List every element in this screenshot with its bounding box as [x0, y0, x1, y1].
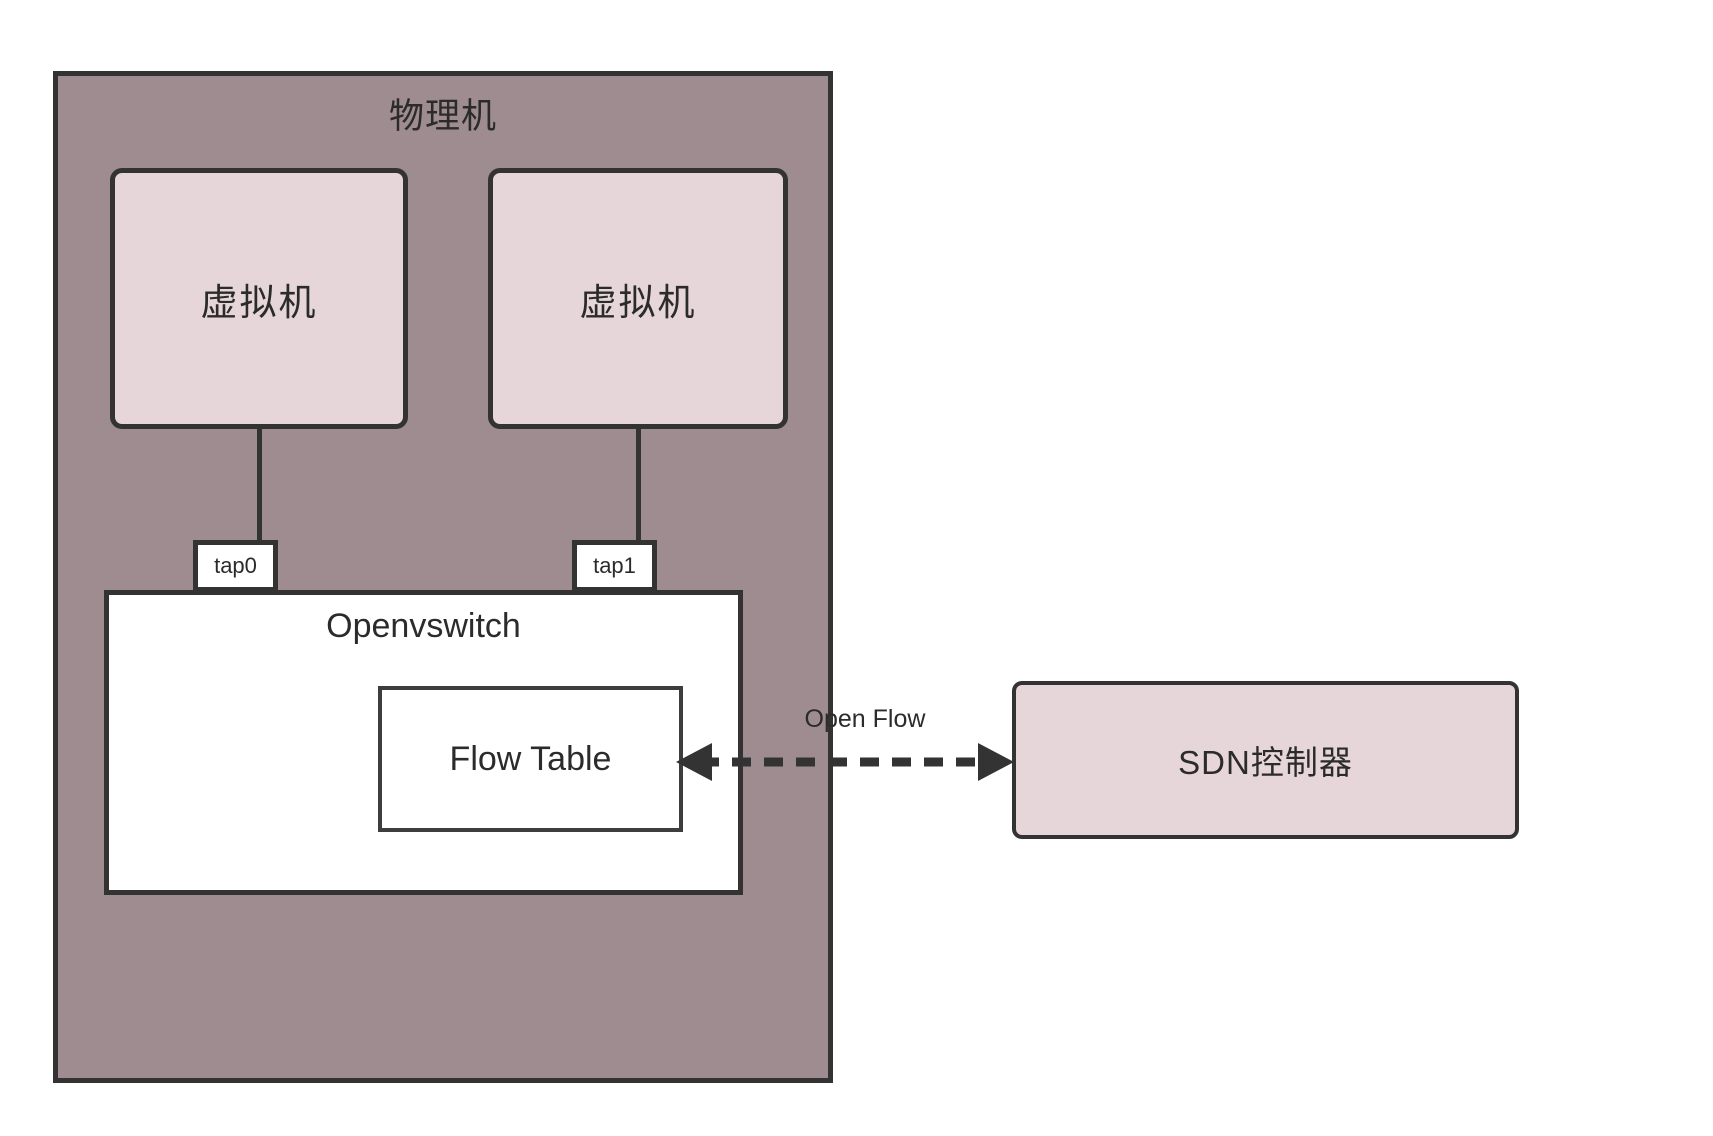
virtual-machine-2-label: 虚拟机	[579, 281, 697, 323]
flow-table-box: Flow Table	[378, 686, 683, 832]
openflow-arrowhead-left	[676, 743, 712, 781]
tap-port-1: tap1	[572, 540, 657, 592]
tap-port-0-label: tap0	[214, 553, 257, 578]
connector-line-vm2-tap1	[636, 429, 641, 585]
tap-port-1-label: tap1	[593, 553, 636, 578]
virtual-machine-1: 虚拟机	[110, 168, 408, 429]
sdn-controller-box: SDN控制器	[1012, 681, 1519, 839]
openflow-connection-arrow	[676, 743, 1014, 781]
tap-port-0: tap0	[193, 540, 278, 592]
openvswitch-label: Openvswitch	[326, 607, 521, 645]
flow-table-label: Flow Table	[449, 739, 612, 778]
connector-line-vm1-tap0	[257, 429, 262, 585]
sdn-controller-label: SDN控制器	[1178, 744, 1353, 781]
virtual-machine-1-label: 虚拟机	[200, 281, 318, 323]
virtual-machine-2: 虚拟机	[488, 168, 788, 429]
physical-machine-label: 物理机	[388, 97, 497, 136]
openflow-arrowhead-right	[978, 743, 1014, 781]
openflow-label: Open Flow	[804, 705, 926, 733]
openvswitch-container: Openvswitch	[104, 590, 743, 895]
